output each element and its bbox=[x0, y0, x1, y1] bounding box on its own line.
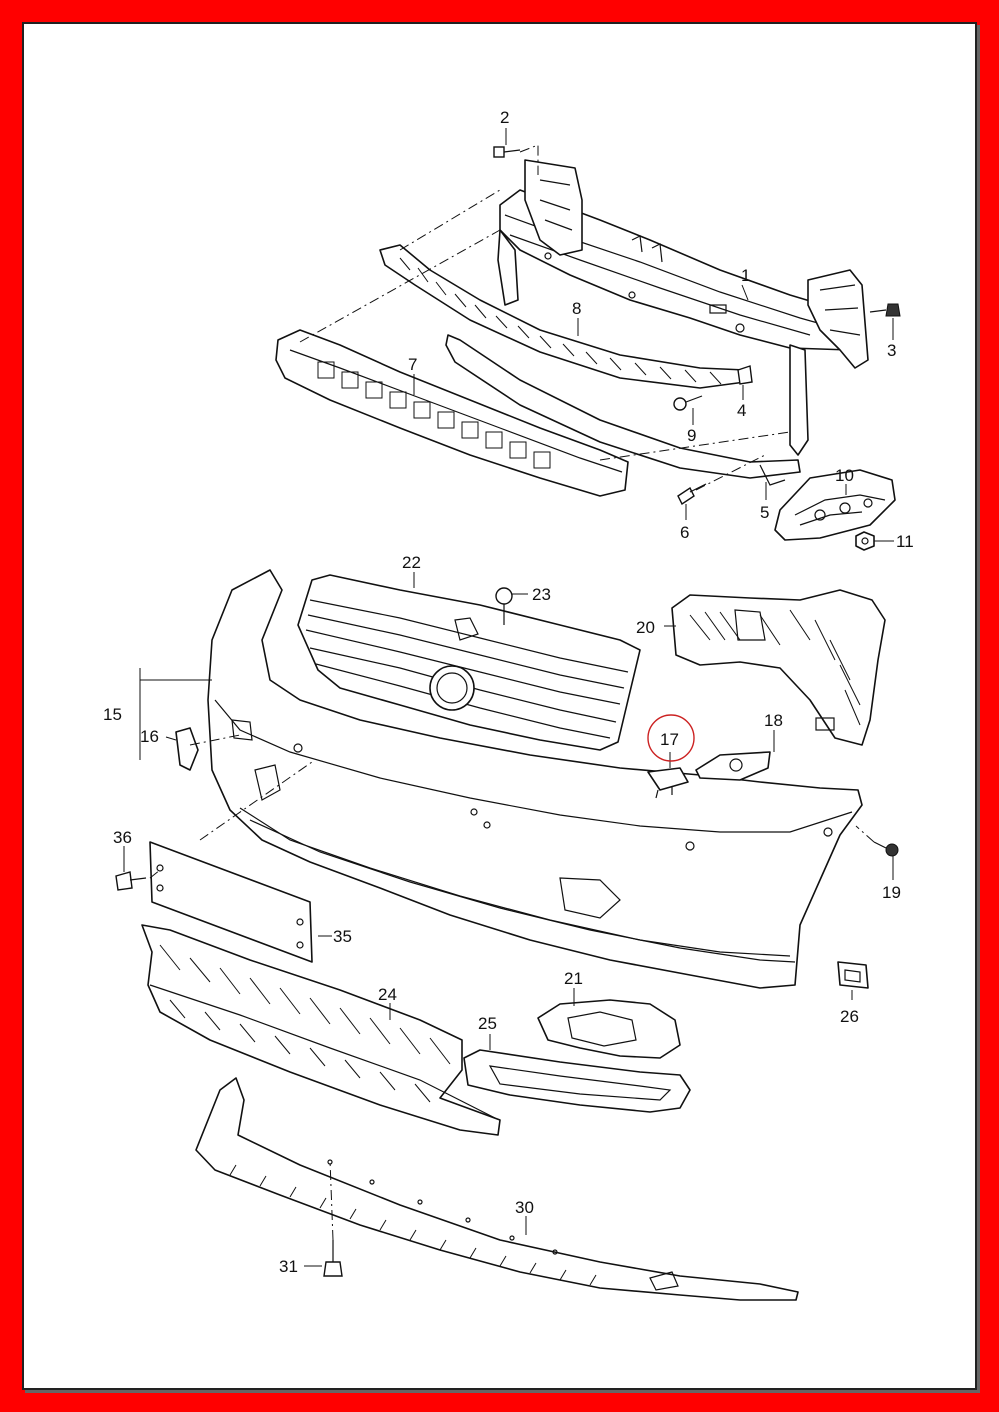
callout-15: 15 bbox=[103, 705, 122, 724]
fastener-9-screw bbox=[673, 395, 703, 411]
part-35-plate-holder bbox=[149, 841, 313, 963]
callout-6: 6 bbox=[680, 523, 689, 542]
callout-20: 20 bbox=[636, 618, 655, 637]
part-11-nut bbox=[855, 531, 875, 551]
callout-16: 16 bbox=[140, 727, 159, 746]
part-22-radiator-grille bbox=[297, 574, 641, 751]
callout-4: 4 bbox=[737, 401, 746, 420]
fastener-6-rivet bbox=[677, 483, 707, 506]
callout-31: 31 bbox=[279, 1257, 298, 1276]
fastener-3-bolt bbox=[869, 303, 901, 317]
part-26-clip bbox=[837, 961, 869, 989]
callout-26: 26 bbox=[840, 1007, 859, 1026]
fastener-36-pin bbox=[115, 871, 147, 891]
part-20-side-bracket bbox=[671, 589, 886, 746]
part-18-washer-cover bbox=[695, 751, 771, 781]
part-30-spoiler bbox=[195, 1077, 799, 1301]
callout-9: 9 bbox=[687, 426, 696, 445]
callout-3: 3 bbox=[887, 341, 896, 360]
callout-5: 5 bbox=[760, 503, 769, 522]
callout-24: 24 bbox=[378, 985, 397, 1004]
callout-19: 19 bbox=[882, 883, 901, 902]
fastener-2-bolt bbox=[493, 146, 521, 158]
fastener-4-clip bbox=[737, 365, 753, 385]
part-17-cap bbox=[647, 767, 689, 799]
part-21-fog-lamp bbox=[537, 999, 681, 1059]
part-10-bracket bbox=[774, 469, 896, 541]
callout-23: 23 bbox=[532, 585, 551, 604]
fastener-23-screw bbox=[495, 587, 513, 625]
callout-10: 10 bbox=[835, 466, 854, 485]
part-7-energy-absorber bbox=[275, 329, 629, 497]
callout-leaders bbox=[123, 128, 894, 1267]
callout-30: 30 bbox=[515, 1198, 534, 1217]
assembly-lines bbox=[149, 144, 875, 1241]
callout-7: 7 bbox=[408, 355, 417, 374]
fastener-31-screw bbox=[323, 1240, 343, 1277]
fastener-19-screw bbox=[873, 841, 899, 857]
part-5-trim-strip bbox=[445, 334, 801, 486]
callout-36: 36 bbox=[113, 828, 132, 847]
callout-17: 17 bbox=[660, 730, 679, 749]
part-15-bumper-cover bbox=[207, 569, 863, 989]
callout-2: 2 bbox=[500, 108, 509, 127]
highlight-ring-17 bbox=[647, 714, 695, 762]
callout-21: 21 bbox=[564, 969, 583, 988]
callout-25: 25 bbox=[478, 1014, 497, 1033]
callout-1: 1 bbox=[741, 266, 750, 285]
part-16-tow-cover bbox=[175, 727, 199, 771]
callout-35: 35 bbox=[333, 927, 352, 946]
callout-22: 22 bbox=[402, 553, 421, 572]
callout-numbers: 1 2 3 4 5 6 7 8 9 10 11 15 16 17 18 19 2… bbox=[103, 108, 914, 1276]
part-1-reinforcement-carrier bbox=[497, 159, 869, 456]
callout-18: 18 bbox=[764, 711, 783, 730]
part-24-lower-grille bbox=[141, 924, 501, 1136]
part-25-trim-frame bbox=[463, 1049, 691, 1113]
callout-11: 11 bbox=[896, 532, 914, 551]
callout-8: 8 bbox=[572, 299, 581, 318]
